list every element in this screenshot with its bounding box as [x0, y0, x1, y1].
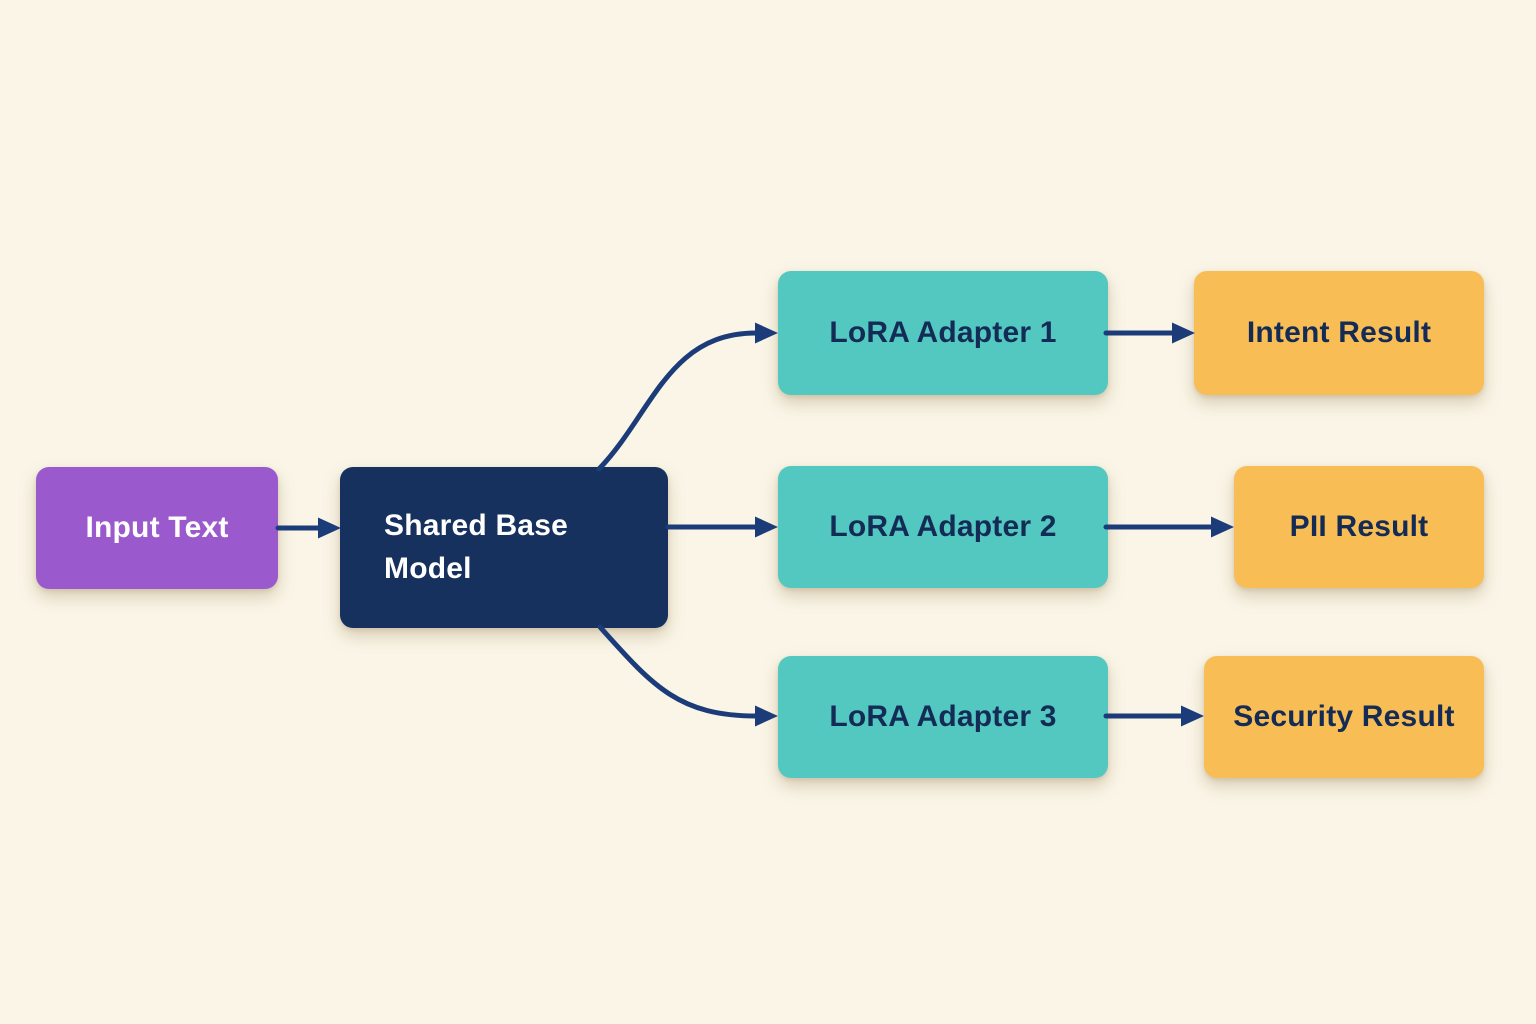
node-label: Security Result — [1233, 700, 1455, 733]
edge-adapter2-to-pii-arrow — [1103, 516, 1234, 538]
edge-shared-to-adapter1-arrow — [596, 322, 778, 472]
node-intent-result: Intent Result — [1194, 271, 1484, 395]
node-lora-adapter-3: LoRA Adapter 3 — [778, 656, 1108, 778]
node-security-result: Security Result — [1204, 656, 1484, 778]
node-lora-adapter-1: LoRA Adapter 1 — [778, 271, 1108, 395]
node-input-text: Input Text — [36, 467, 278, 589]
edge-adapter3-to-security-arrow — [1103, 705, 1204, 727]
node-label: Intent Result — [1246, 316, 1432, 349]
node-pii-result: PII Result — [1234, 466, 1484, 588]
node-shared-base-model: Shared Base Model — [340, 467, 668, 628]
edge-input-to-shared-arrow — [275, 517, 341, 539]
node-label: LoRA Adapter 3 — [829, 700, 1057, 733]
edge-adapter1-to-intent-arrow — [1103, 322, 1195, 344]
node-label: Input Text — [85, 511, 229, 544]
node-label: PII Result — [1289, 510, 1429, 543]
node-label: LoRA Adapter 2 — [829, 510, 1057, 543]
edge-shared-to-adapter2-arrow — [665, 516, 778, 538]
node-label: LoRA Adapter 1 — [829, 316, 1057, 349]
node-label: Shared Base Model — [384, 508, 568, 585]
edge-shared-to-adapter3-arrow — [597, 624, 778, 727]
node-lora-adapter-2: LoRA Adapter 2 — [778, 466, 1108, 588]
